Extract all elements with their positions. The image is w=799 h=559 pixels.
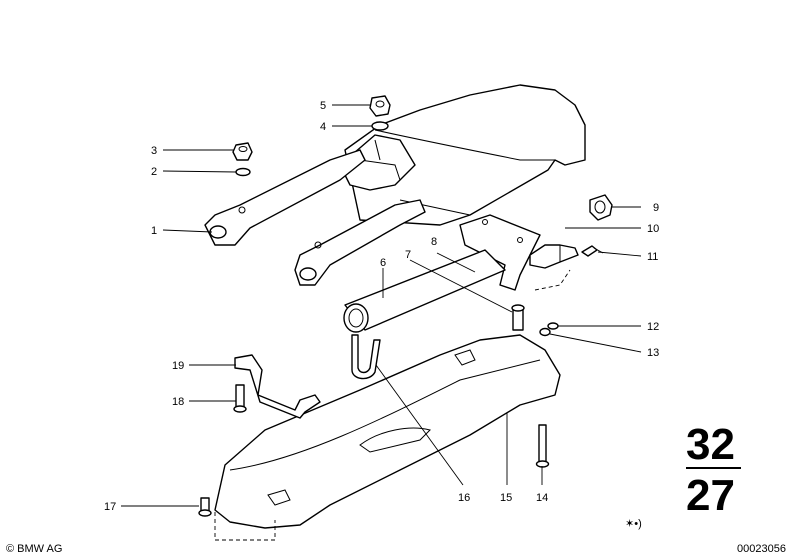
callout-2: 2 bbox=[151, 166, 157, 178]
grommet bbox=[589, 194, 613, 221]
callout-12: 12 bbox=[647, 321, 659, 333]
nut-5 bbox=[369, 95, 391, 117]
callout-7: 7 bbox=[405, 249, 411, 261]
assembly-lines bbox=[214, 269, 571, 541]
support-arm bbox=[204, 149, 366, 246]
callout-5: 5 bbox=[320, 100, 326, 112]
callout-11: 11 bbox=[647, 251, 658, 263]
callout-15: 15 bbox=[500, 492, 512, 504]
callout-19: 19 bbox=[172, 360, 184, 372]
nut-3 bbox=[232, 142, 253, 161]
callout-4: 4 bbox=[320, 121, 326, 133]
callout-13: 13 bbox=[647, 347, 659, 359]
leader-lines bbox=[121, 104, 642, 507]
lower-arm bbox=[294, 199, 426, 286]
callout-9: 9 bbox=[653, 202, 659, 214]
image-number: 00023056 bbox=[737, 543, 786, 555]
symbol-mark: ✶•) bbox=[625, 518, 642, 530]
callout-10: 10 bbox=[647, 223, 659, 235]
washer-2 bbox=[235, 167, 251, 177]
callout-labels: 1 2 3 4 5 6 7 8 9 10 11 12 13 14 15 16 1… bbox=[104, 100, 659, 513]
callout-16: 16 bbox=[458, 492, 470, 504]
lower-casing bbox=[214, 334, 561, 529]
upper-casing bbox=[344, 84, 586, 226]
callout-14: 14 bbox=[536, 492, 548, 504]
group-number-bottom: 27 bbox=[686, 471, 735, 520]
washer-12 bbox=[547, 322, 559, 330]
nut-13 bbox=[539, 327, 551, 337]
bracket-19 bbox=[234, 354, 321, 419]
bolt-7 bbox=[511, 304, 525, 331]
callout-1: 1 bbox=[151, 225, 157, 237]
callout-17: 17 bbox=[104, 501, 116, 513]
callout-6: 6 bbox=[380, 257, 386, 269]
callout-18: 18 bbox=[172, 396, 184, 408]
group-number-top: 32 bbox=[686, 420, 735, 469]
u-clamp bbox=[351, 334, 381, 380]
bolt-17 bbox=[198, 497, 212, 517]
callout-3: 3 bbox=[151, 145, 157, 157]
tube bbox=[343, 249, 506, 333]
copyright: © BMW AG bbox=[6, 543, 62, 555]
group-number: 32 27 bbox=[686, 420, 741, 520]
casing-bracket bbox=[339, 134, 416, 191]
lever bbox=[529, 244, 579, 269]
screw-11 bbox=[581, 245, 604, 257]
washer-4 bbox=[371, 121, 389, 131]
callout-8: 8 bbox=[431, 236, 437, 248]
bolt-18 bbox=[233, 384, 247, 413]
screw-14 bbox=[535, 424, 550, 468]
